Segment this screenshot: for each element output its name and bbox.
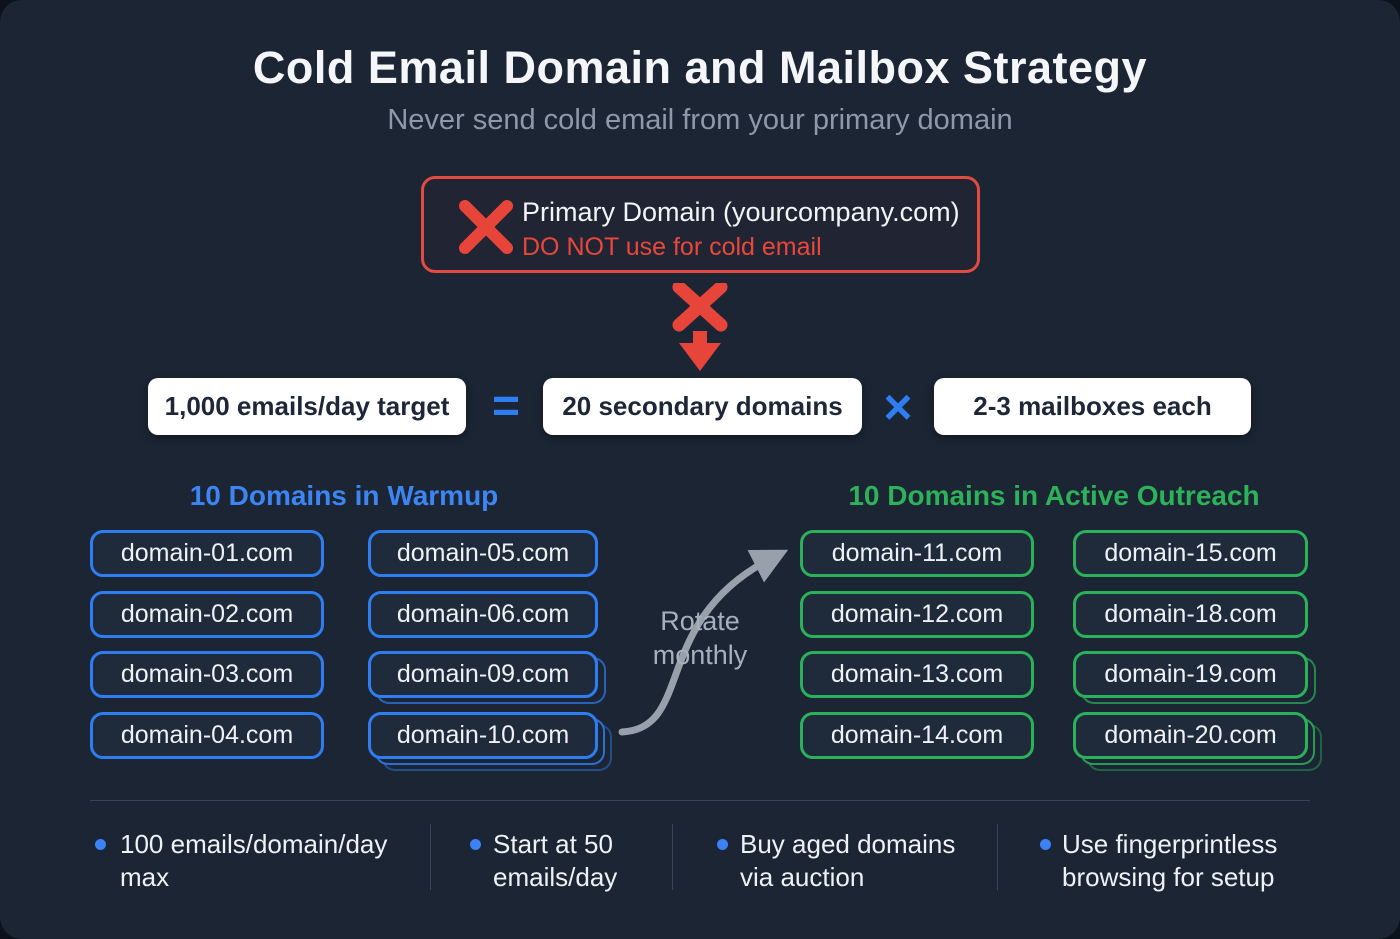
formula-target-pill: 1,000 emails/day target <box>148 378 466 435</box>
formula-mailboxes-pill: 2-3 mailboxes each <box>934 378 1251 435</box>
domain-box: domain-04.com <box>90 712 324 759</box>
domain-box-stacked: domain-19.com <box>1073 651 1308 698</box>
page-title: Cold Email Domain and Mailbox Strategy <box>252 42 1148 93</box>
footer-note-divider <box>672 824 673 890</box>
footer-note: Use fingerprintless browsing for setup <box>1062 829 1278 892</box>
footer-note: Buy aged domains via auction <box>740 829 956 892</box>
bullet-dot <box>95 839 106 850</box>
rotate-monthly-label: Rotate monthly <box>652 606 748 670</box>
warning-do-not-text: DO NOT use for cold email <box>522 233 822 261</box>
domain-box: domain-18.com <box>1073 591 1308 638</box>
domain-box-stacked: domain-10.com <box>368 712 598 759</box>
domain-box: domain-14.com <box>800 712 1034 759</box>
footer-note-divider <box>430 824 431 890</box>
domain-box: domain-15.com <box>1073 530 1308 577</box>
domain-box: domain-03.com <box>90 651 324 698</box>
domain-box: domain-12.com <box>800 591 1034 638</box>
warmup-heading: 10 Domains in Warmup <box>189 480 499 511</box>
page-subtitle: Never send cold email from your primary … <box>387 104 1013 136</box>
equals-icon: = <box>491 380 521 433</box>
red-x-icon <box>459 200 513 254</box>
footer-divider <box>90 800 1310 801</box>
warning-domain-text: Primary Domain (yourcompany.com) <box>522 197 960 227</box>
domain-box-stacked: domain-20.com <box>1073 712 1308 759</box>
bullet-dot <box>1040 839 1051 850</box>
footer-note: Start at 50 emails/day <box>493 829 618 892</box>
multiply-icon: × <box>883 378 913 435</box>
blocked-down-arrow-icon <box>672 283 728 371</box>
primary-domain-warning-box: Primary Domain (yourcompany.com) DO NOT … <box>421 176 980 273</box>
footer-note: 100 emails/domain/day max <box>120 829 388 892</box>
domain-box: domain-13.com <box>800 651 1034 698</box>
domain-box: domain-02.com <box>90 591 324 638</box>
domain-box: domain-06.com <box>368 591 598 638</box>
rotate-curved-arrow-icon <box>618 549 789 736</box>
formula-domains-pill: 20 secondary domains <box>543 378 862 435</box>
domain-box-stacked: domain-09.com <box>368 651 598 698</box>
footer-note-divider <box>997 824 998 890</box>
outreach-heading: 10 Domains in Active Outreach <box>848 480 1260 511</box>
bullet-dot <box>717 839 728 850</box>
domain-box: domain-11.com <box>800 530 1034 577</box>
domain-box: domain-01.com <box>90 530 324 577</box>
bullet-dot <box>470 839 481 850</box>
domain-box: domain-05.com <box>368 530 598 577</box>
